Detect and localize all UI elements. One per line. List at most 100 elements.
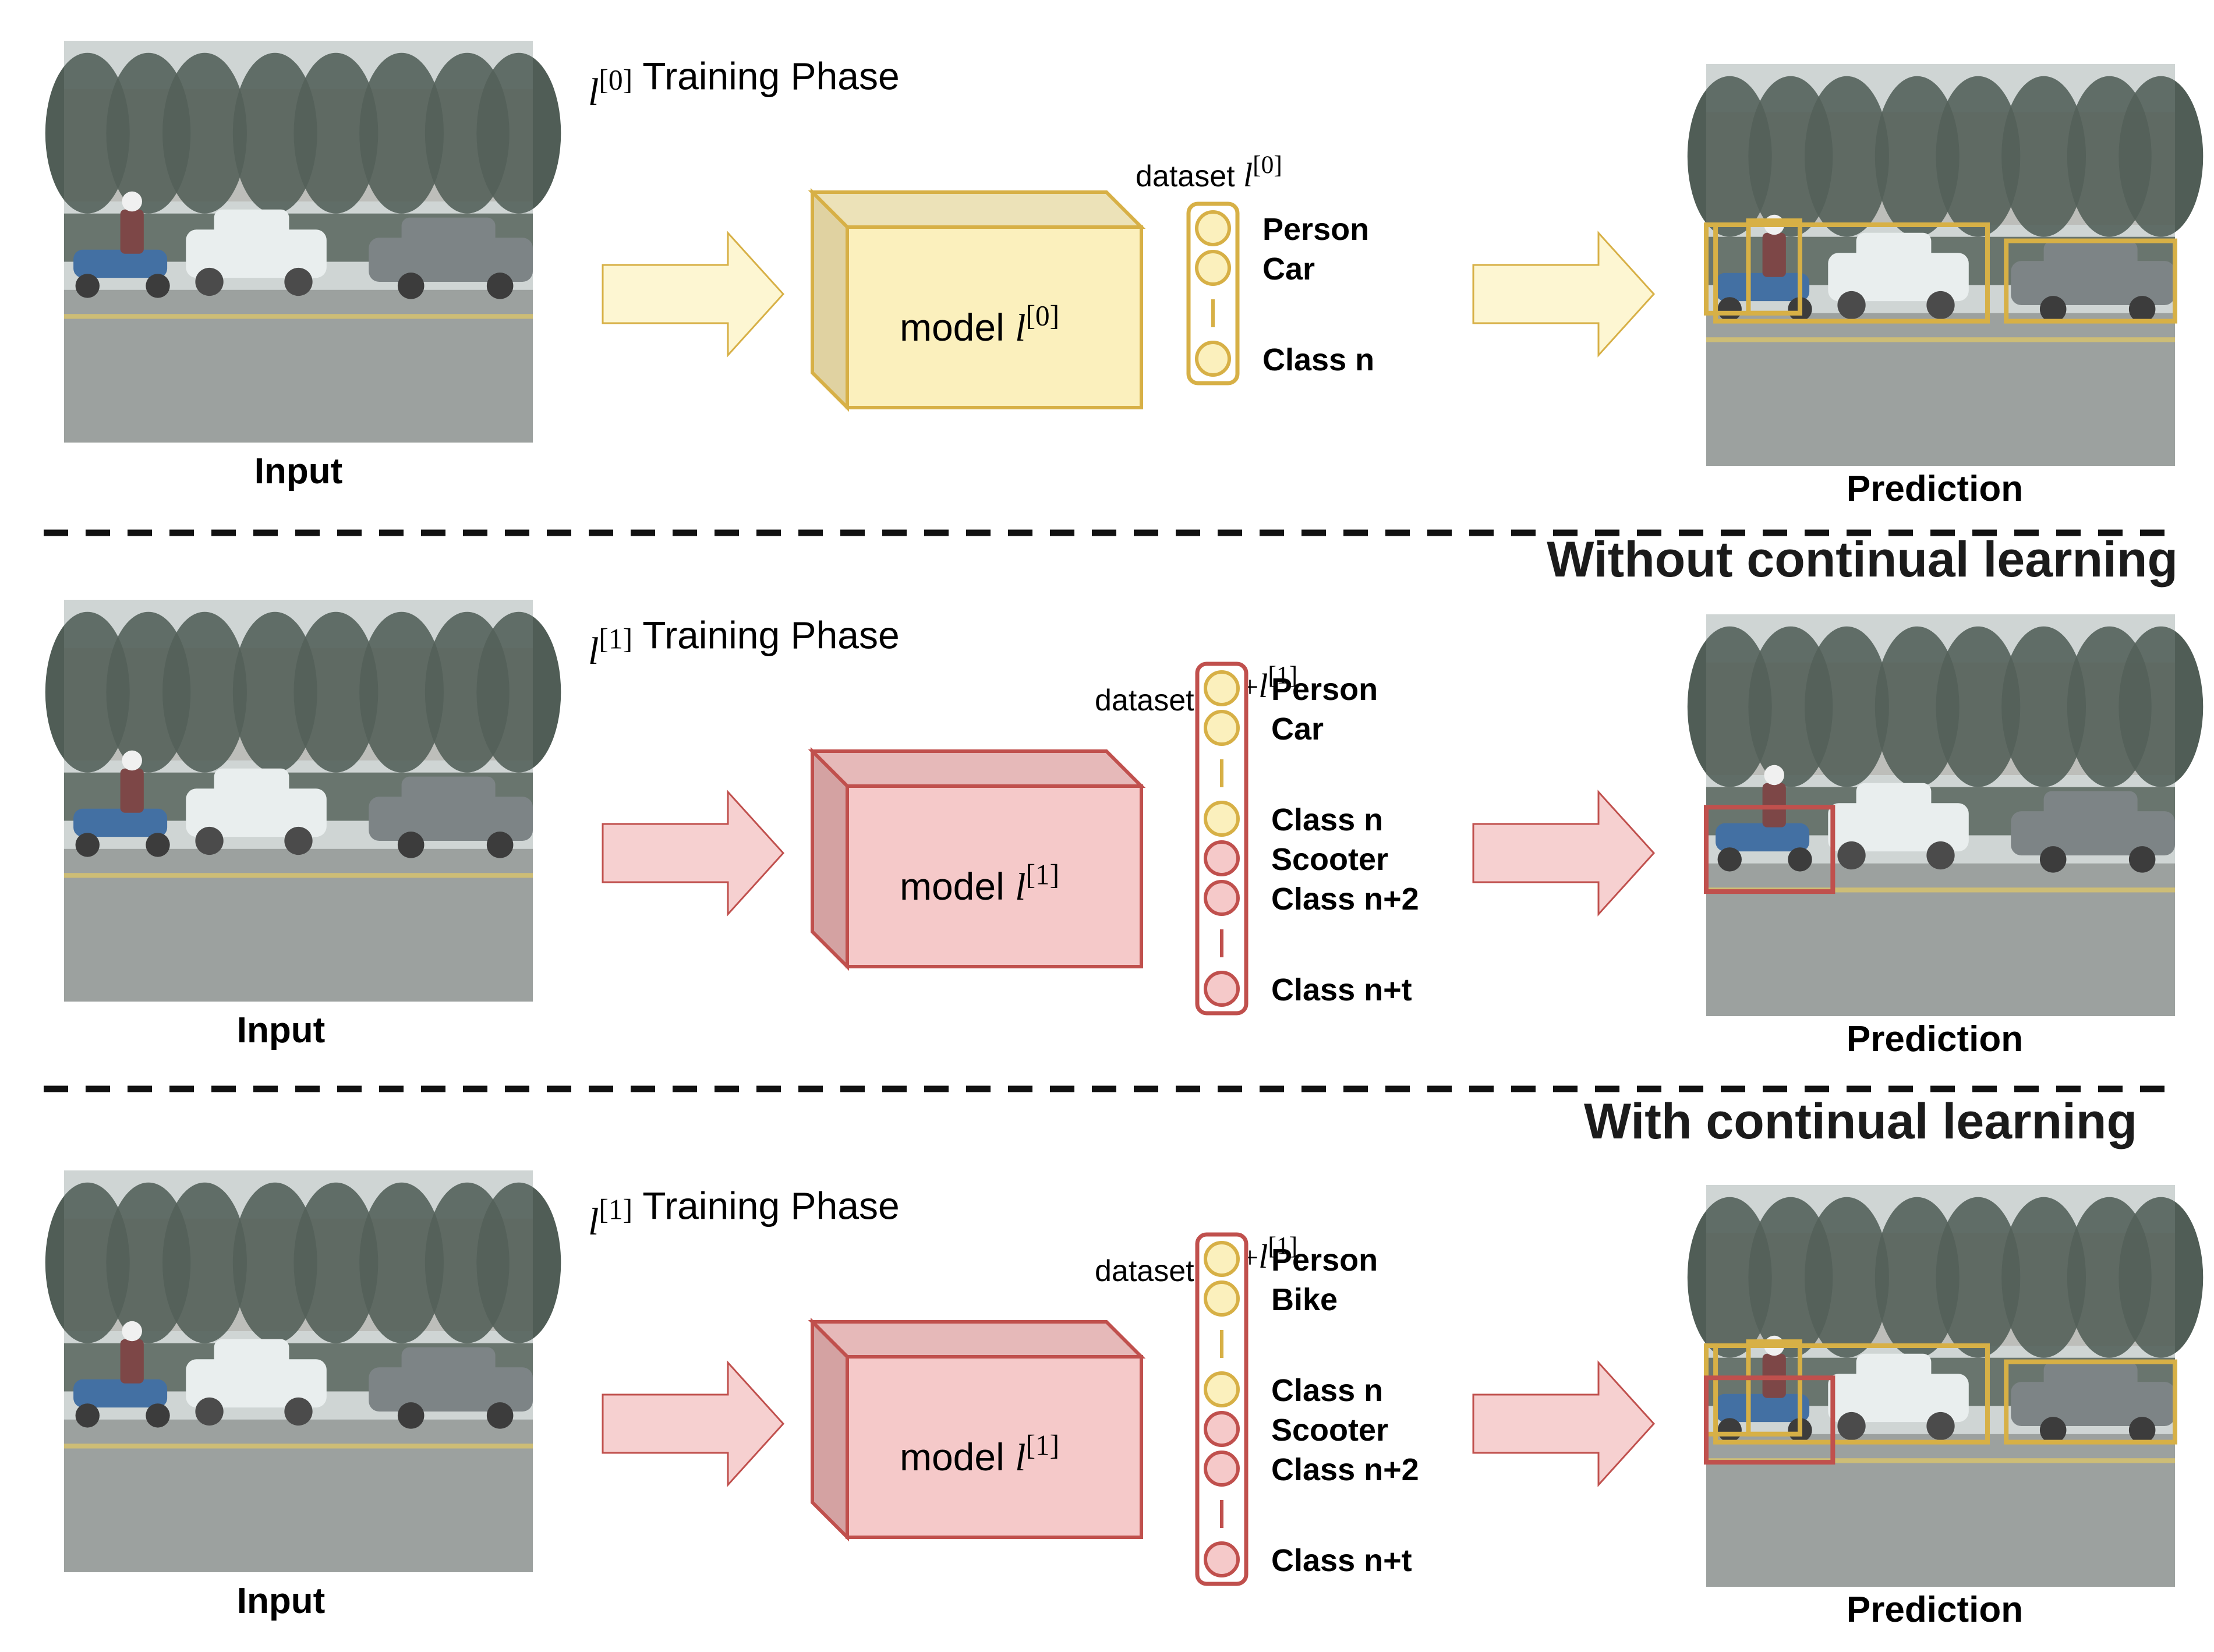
space (1005, 306, 1015, 349)
training-phase-title: l[0] Training Phase (588, 55, 900, 114)
input-wheel (397, 273, 425, 299)
detection-box (1704, 1375, 1835, 1465)
input-wheel (75, 833, 100, 857)
space (632, 55, 642, 98)
input-wheel (195, 1397, 224, 1426)
input-white-car-cabin (214, 768, 289, 797)
input-white-car (186, 229, 327, 278)
class-node (1204, 1280, 1240, 1317)
prediction-haze (1706, 614, 2175, 1016)
input-tree (45, 52, 130, 214)
input-rider (120, 1339, 144, 1384)
input-wheel (284, 1397, 313, 1426)
prediction-label: Prediction (1847, 1019, 2023, 1059)
prediction-tree (2001, 76, 2086, 237)
input-wheel (75, 274, 100, 298)
input-grey-car (369, 797, 533, 841)
prediction-tree (1805, 626, 1889, 787)
prediction-wheel (1926, 841, 1955, 870)
input-wheel (284, 826, 313, 855)
input-scooter (73, 1379, 168, 1408)
prediction-white-car-cabin (1856, 1353, 1932, 1382)
class-label: Class n+t (1271, 972, 1412, 1007)
model-box-top (808, 1320, 1146, 1359)
prediction-wheel (1926, 1412, 1955, 1441)
input-tree (162, 1182, 247, 1343)
prediction-grey-car (2011, 261, 2175, 305)
prediction-tree (1875, 76, 1960, 237)
prediction-image (1687, 614, 2204, 1016)
math-variable: l (1258, 1237, 1268, 1275)
prediction-scooter (1716, 1393, 1810, 1423)
class-label: Person (1271, 1243, 1378, 1278)
prediction-label: Prediction (1847, 469, 2023, 509)
input-white-car (186, 1359, 327, 1408)
prediction-tree (2001, 626, 2086, 787)
math-superscript: [1] (1268, 661, 1297, 689)
dataset-title: dataset l[0] (1136, 151, 1282, 194)
input-label: Input (237, 1010, 326, 1050)
section-heading: With continual learning (1584, 1094, 2137, 1149)
input-helmet (122, 1321, 142, 1342)
input-wheel (195, 826, 224, 855)
class-label: Class n+2 (1271, 1452, 1419, 1487)
input-wheel (75, 1403, 100, 1428)
detection-box (2004, 1359, 2177, 1445)
space (632, 614, 642, 657)
prediction-tree (2118, 626, 2204, 787)
prediction-rider (1762, 232, 1786, 277)
math-superscript: [1] (1268, 1232, 1297, 1260)
input-haze (64, 600, 533, 1002)
input-tree (476, 1182, 561, 1343)
section-heading: Without continual learning (1547, 532, 2178, 588)
input-arrow (602, 231, 785, 358)
prediction-wheel (2039, 296, 2067, 323)
prediction-wheel (1837, 291, 1866, 320)
training-phase-text: Training Phase (642, 1184, 899, 1227)
input-tree (232, 611, 317, 773)
input-helmet (122, 750, 142, 771)
dataset-text: dataset (1095, 1254, 1194, 1288)
prediction-grey-car-cabin (2043, 240, 2138, 269)
model-label: model l[1] (900, 859, 1059, 908)
model-box-top (808, 749, 1146, 788)
math-superscript: [0] (599, 64, 632, 96)
prediction-wheel (1837, 1412, 1866, 1441)
input-wheel (146, 274, 170, 298)
prediction-scooter (1716, 823, 1810, 852)
prediction-tree (1936, 626, 2021, 787)
prediction-white-car (1828, 803, 1969, 852)
training-phase-title: l[1] Training Phase (588, 1184, 900, 1243)
input-haze (64, 1170, 533, 1572)
math-variable: l (1015, 866, 1025, 908)
class-node (1195, 210, 1231, 246)
model-box-side (811, 747, 849, 971)
prediction-tree (1875, 626, 1960, 787)
input-tree (293, 611, 379, 773)
prediction-road-line (1706, 1458, 2175, 1463)
model-box-side (811, 188, 849, 412)
prediction-tree (1687, 1197, 1772, 1358)
prediction-white-car-cabin (1856, 783, 1932, 812)
input-white-car-cabin (214, 1339, 289, 1368)
model-label: model l[1] (900, 1430, 1059, 1479)
class-node (1204, 1541, 1240, 1577)
class-node (1195, 250, 1231, 286)
input-wheel (284, 267, 313, 296)
class-node (1204, 971, 1240, 1007)
input-wheel (146, 833, 170, 857)
math-superscript: [1] (599, 623, 632, 655)
prediction-tree (1805, 76, 1889, 237)
input-rider (120, 209, 144, 254)
prediction-tree (1936, 1197, 2021, 1358)
class-node (1204, 1241, 1240, 1277)
class-label: Car (1271, 712, 1324, 747)
input-image (45, 41, 561, 443)
input-grey-car-cabin (401, 217, 496, 246)
prediction-helmet (1764, 765, 1784, 786)
input-tree (232, 1182, 317, 1343)
training-phase-text: Training Phase (642, 55, 899, 98)
class-node (1204, 710, 1240, 746)
